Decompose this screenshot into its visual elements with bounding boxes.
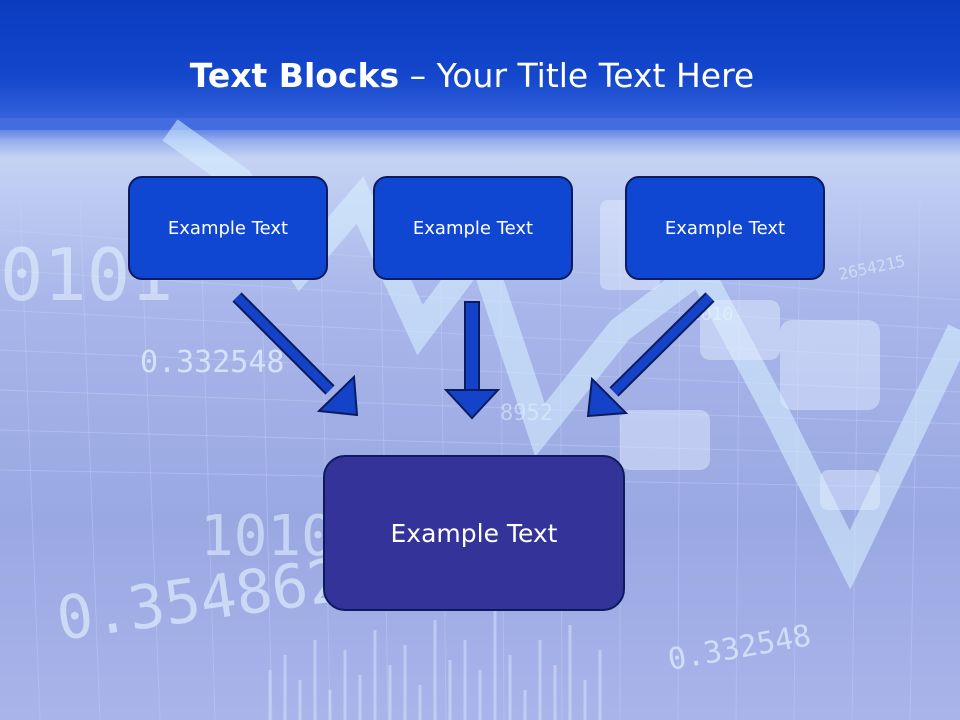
bg-digits-2: 1010 (200, 504, 335, 569)
arrow-right (586, 292, 715, 418)
text-block-3[interactable]: Example Text (625, 176, 825, 280)
title-bold: Text Blocks (189, 56, 400, 95)
text-block-2-label: Example Text (412, 217, 534, 239)
result-block[interactable]: Example Text (323, 455, 625, 611)
title-bar-fade (0, 118, 960, 158)
arrow-middle (443, 301, 501, 420)
text-block-1[interactable]: Example Text (128, 176, 328, 280)
title-dash: – (399, 56, 437, 95)
bg-number-1: 0.332548 (140, 345, 285, 380)
arrow-left (232, 292, 359, 417)
result-block-label: Example Text (390, 518, 558, 548)
title-rest: Your Title Text Here (436, 56, 755, 95)
text-block-2[interactable]: Example Text (373, 176, 573, 280)
text-block-1-label: Example Text (167, 217, 289, 239)
title-bar (0, 0, 960, 130)
slide-title: Text Blocks – Your Title Text Here (0, 54, 944, 98)
text-block-3-label: Example Text (664, 217, 786, 239)
bg-number-5: 8952 (500, 401, 553, 426)
